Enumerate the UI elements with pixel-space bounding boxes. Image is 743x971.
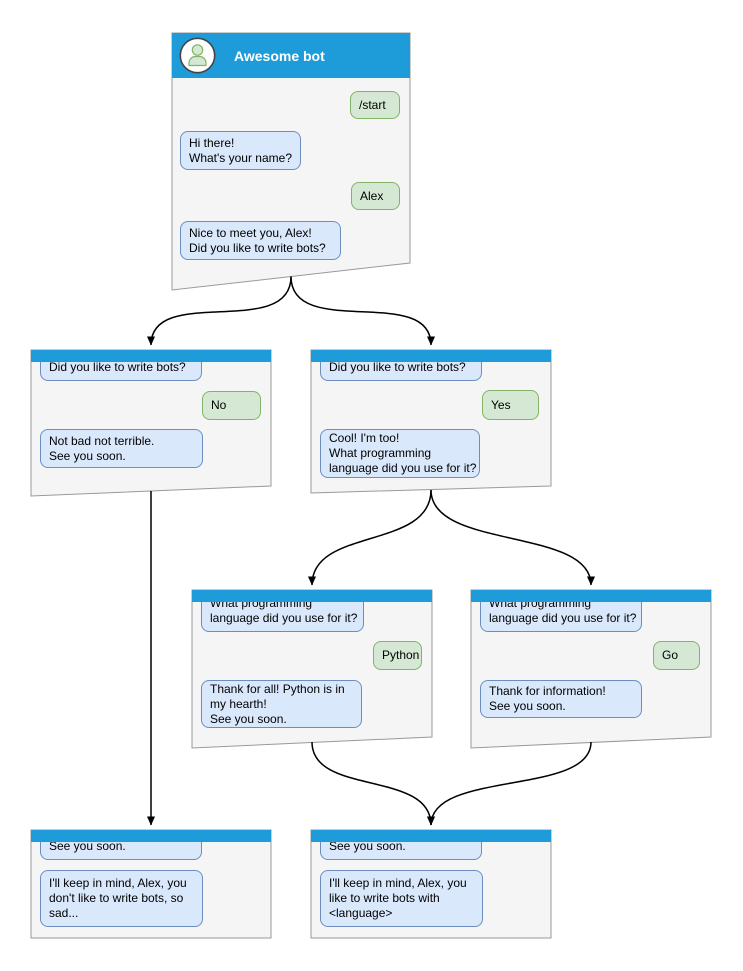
card-header-farewell-no[interactable] [31,830,271,842]
user-message-bubble[interactable]: /start [350,91,400,119]
edge-yes-to-python[interactable] [308,489,432,586]
user-message-bubble[interactable]: Alex [351,182,400,210]
edge-root-to-branch-yes[interactable] [290,276,435,346]
bot-avatar-icon [179,37,216,74]
bot-message-bubble[interactable]: I'll keep in mind, Alex, you don't like … [40,870,203,927]
edge-root-to-branch-no[interactable] [147,276,292,346]
bot-message-bubble[interactable]: Thank for all! Python is in my hearth! S… [201,680,362,728]
card-header-farewell-yes[interactable] [311,830,551,842]
message-line: don't like to write bots, so [49,891,184,905]
message-line: See you soon. [49,839,126,853]
card-header-root[interactable]: Awesome bot [172,33,410,78]
bot-message-bubble[interactable]: Nice to meet you, Alex! Did you like to … [180,221,341,260]
message-line: Go [662,648,679,662]
user-message-bubble[interactable]: Go [653,641,700,670]
message-line: Yes [491,397,511,412]
message-line: See you soon. [329,839,406,853]
message-line: Thank for information! [489,684,606,698]
message-line: Cool! I'm too! [329,431,400,445]
message-line: See you soon. [489,699,566,713]
message-line: Thank for all! Python is in [210,681,345,696]
message-line: like to write bots with [329,891,440,905]
message-line: No [211,398,227,412]
message-line: Hi there! [189,135,235,150]
bot-message-bubble[interactable]: Hi there! What's your name? [180,131,301,170]
message-line: Did you like to write bots? [49,360,186,374]
bot-message-bubble[interactable]: Cool! I'm too! What programming language… [320,429,480,478]
message-line: I'll keep in mind, Alex, you [49,876,187,890]
message-line: <language> [329,906,393,920]
user-message-bubble[interactable]: No [202,391,261,420]
message-line: Nice to meet you, Alex! [189,225,312,240]
edge-python-to-farewell-yes[interactable] [311,741,435,826]
card-header-branch-python[interactable] [192,590,432,602]
edge-yes-to-go[interactable] [430,489,595,586]
card-header-branch-no[interactable] [31,350,271,362]
message-line: language did you use for it? [210,611,358,625]
user-message-bubble[interactable]: Python [373,641,422,670]
message-line: What's your name? [189,150,293,165]
message-line: What programming [329,446,432,460]
message-line: See you soon. [49,448,126,463]
message-line: Python [382,648,420,662]
bot-message-bubble[interactable]: Not bad not terrible. See you soon. [40,429,203,468]
message-line: I'll keep in mind, Alex, you [329,876,467,890]
bot-message-bubble[interactable]: Thank for information! See you soon. [480,680,642,718]
card-header-branch-yes[interactable] [311,350,551,362]
edge-go-to-farewell-yes[interactable] [427,741,592,826]
user-message-bubble[interactable]: Yes [482,390,539,420]
message-line: Did you like to write bots? [189,240,326,255]
message-line: Alex [360,188,384,203]
message-line: language did you use for it? [329,461,477,475]
message-line: See you soon. [210,711,287,726]
message-line: my hearth! [210,696,267,711]
message-line: Not bad not terrible. [49,433,155,448]
message-line: Did you like to write bots? [329,360,466,374]
message-line: language did you use for it? [489,611,637,625]
message-line: sad... [49,906,79,920]
message-line: /start [359,97,386,112]
bot-message-bubble[interactable]: I'll keep in mind, Alex, you like to wri… [320,870,483,927]
card-header-branch-go[interactable] [471,590,711,602]
bot-title: Awesome bot [234,47,325,64]
